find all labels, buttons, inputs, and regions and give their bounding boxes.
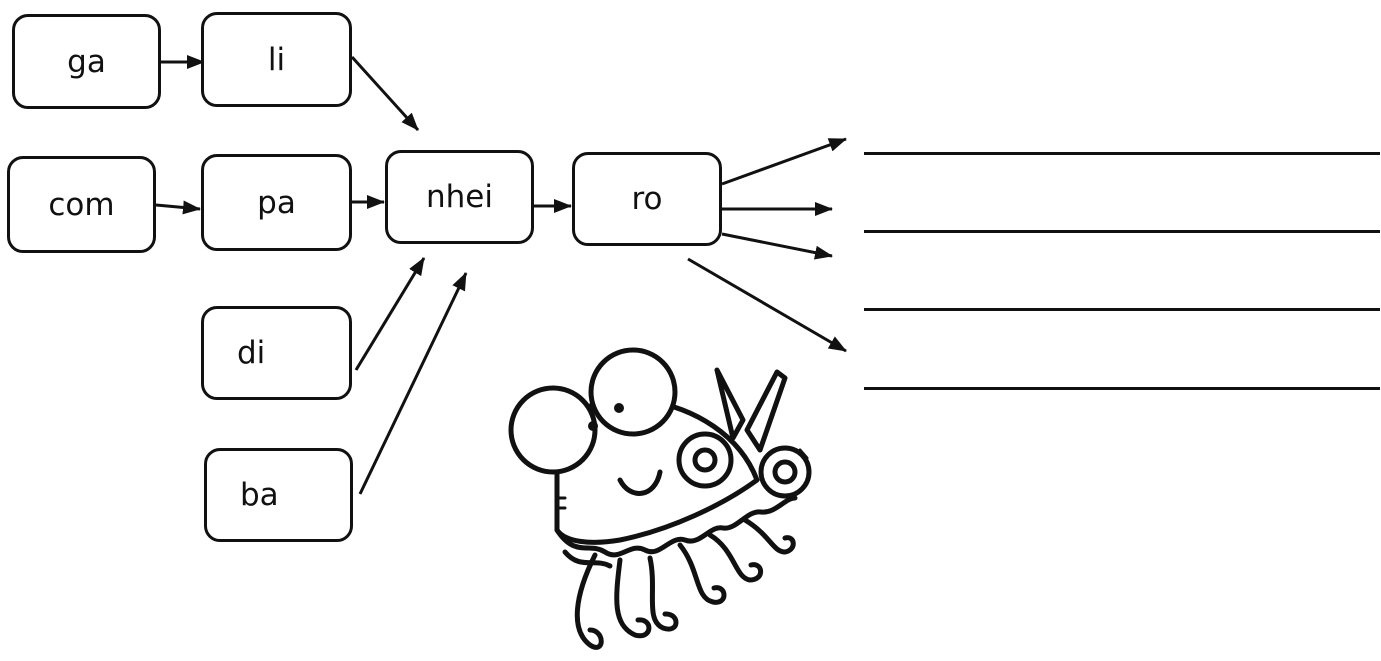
syllable-box-pa: pa [201,154,352,251]
syllable-di: di [237,335,266,371]
answer-line-3[interactable] [864,308,1380,311]
syllable-com: com [48,186,115,223]
syllable-box-com: com [7,156,156,253]
syllable-box-nhei: nhei [385,150,534,244]
answer-line-1[interactable] [864,152,1380,155]
syllable-nhei: nhei [426,179,493,215]
answer-line-4[interactable] [864,387,1380,390]
syllable-box-li: li [201,12,352,107]
arrow-di-to-nhei [354,257,426,371]
syllable-pa: pa [257,184,296,221]
arrow-li-to-nhei [350,55,420,132]
arrow-ro-to-line-1 [721,137,847,186]
arrow-ba-to-nhei [358,272,468,495]
arrow-com-to-pa [155,200,201,215]
jellyfish-with-scissors-icon [508,347,812,650]
syllable-box-ro: ro [572,152,722,246]
arrow-ro-to-line-3 [721,232,833,260]
syllable-ro: ro [631,181,663,217]
syllable-li: li [267,41,286,78]
syllable-ga: ga [67,43,106,80]
arrow-ro-to-line-4 [687,257,847,353]
syllable-box-ba: ba [204,448,353,542]
syllable-box-di: di [201,306,352,400]
syllable-ba: ba [240,477,279,513]
syllable-box-ga: ga [12,14,161,109]
answer-line-2[interactable] [864,230,1380,233]
